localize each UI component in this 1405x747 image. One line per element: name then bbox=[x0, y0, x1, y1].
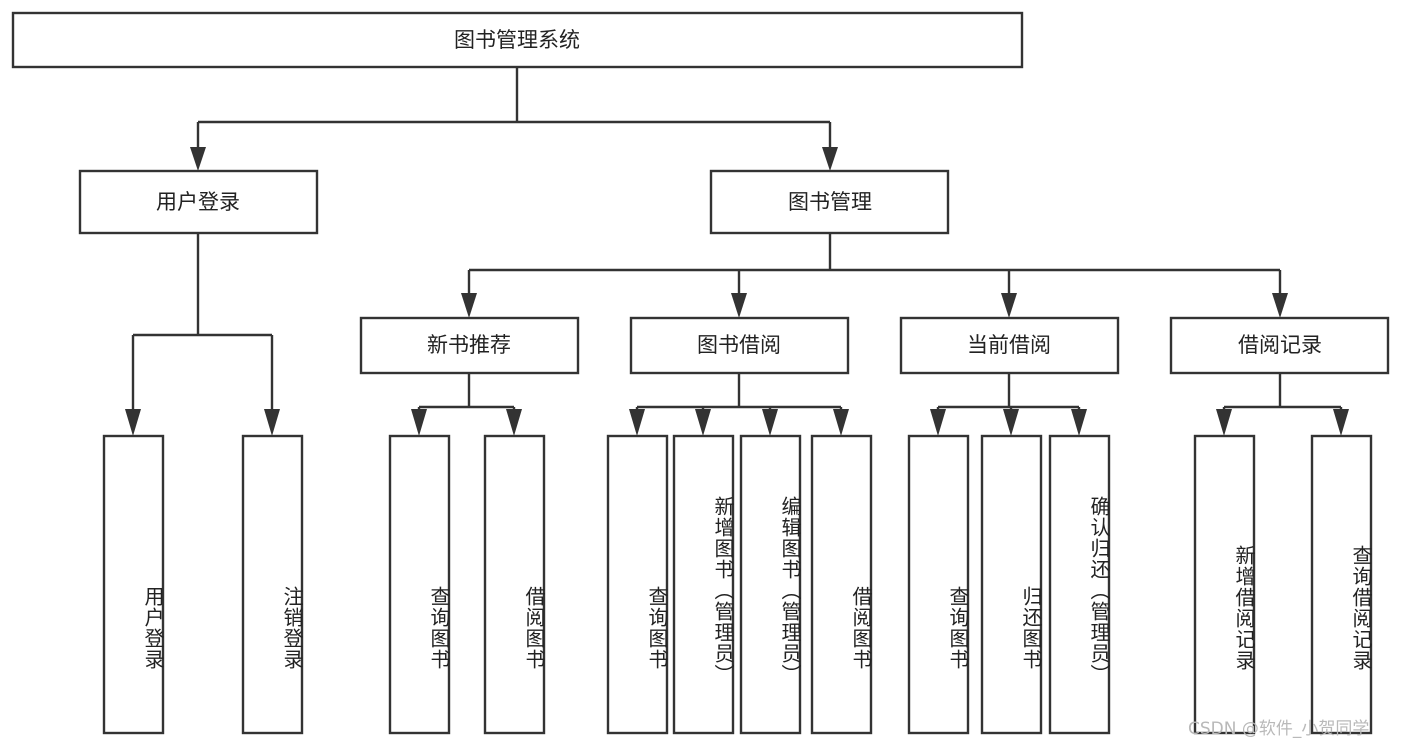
node-leaf-confirm-return-box[interactable] bbox=[1048, 434, 1111, 735]
node-new-book-rec[interactable]: 新书推荐 bbox=[359, 316, 580, 375]
arrow-head-leaf-confirm-return bbox=[1071, 409, 1087, 436]
node-current-borrow[interactable]: 当前借阅 bbox=[899, 316, 1120, 375]
arrow-head-new-book-rec bbox=[461, 293, 477, 318]
arrow-head-borrow-record bbox=[1272, 293, 1288, 318]
node-book-borrow[interactable]: 图书借阅 bbox=[629, 316, 850, 375]
node-new-book-rec-box[interactable] bbox=[359, 316, 580, 375]
node-leaf-borrow-book-2-box[interactable] bbox=[810, 434, 873, 735]
arrow-head-leaf-borrow-book-1 bbox=[506, 409, 522, 436]
node-book-borrow-label: 图书借阅 bbox=[697, 333, 781, 357]
arrow-head-leaf-query-book-3 bbox=[930, 409, 946, 436]
arrow-head-book-borrow bbox=[731, 293, 747, 318]
node-leaf-borrow-book-1-box[interactable] bbox=[483, 434, 546, 735]
node-leaf-query-book-2-box[interactable] bbox=[606, 434, 669, 735]
node-book-manage-box[interactable] bbox=[709, 169, 950, 235]
arrow-head-user-login bbox=[190, 147, 206, 171]
connector-group-book-borrow bbox=[629, 373, 849, 436]
arrow-head-book-manage bbox=[822, 147, 838, 171]
node-root-box[interactable] bbox=[11, 11, 1024, 69]
node-user-login[interactable]: 用户登录 bbox=[78, 169, 319, 235]
node-leaf-query-book-3-box[interactable] bbox=[907, 434, 970, 735]
arrow-head-leaf-query-record bbox=[1333, 409, 1349, 436]
node-leaf-add-record-box[interactable] bbox=[1193, 434, 1256, 735]
arrow-head-leaf-query-book-1 bbox=[411, 409, 427, 436]
node-book-manage-label: 图书管理 bbox=[788, 190, 872, 214]
node-leaf-add-book-box[interactable] bbox=[672, 434, 735, 735]
node-new-book-rec-label: 新书推荐 bbox=[427, 333, 511, 357]
connector-group-current-borrow bbox=[930, 373, 1087, 436]
node-leaf-edit-book-box[interactable] bbox=[739, 434, 802, 735]
node-borrow-record-box[interactable] bbox=[1169, 316, 1390, 375]
connector-group-book-manage bbox=[461, 233, 1288, 318]
arrow-head-leaf-borrow-book-2 bbox=[833, 409, 849, 436]
node-leaf-query-record-box[interactable] bbox=[1310, 434, 1373, 735]
node-leaf-query-book-1-box[interactable] bbox=[388, 434, 451, 735]
arrow-head-current-borrow bbox=[1001, 293, 1017, 318]
arrow-head-leaf-add-record bbox=[1216, 409, 1232, 436]
connector-group-user-login bbox=[125, 233, 280, 436]
node-borrow-record[interactable]: 借阅记录 bbox=[1169, 316, 1390, 375]
node-book-borrow-box[interactable] bbox=[629, 316, 850, 375]
arrow-head-leaf-logout bbox=[264, 409, 280, 436]
leaf-boxes-group bbox=[102, 434, 1373, 735]
node-root-label: 图书管理系统 bbox=[454, 28, 580, 52]
node-current-borrow-label: 当前借阅 bbox=[967, 333, 1051, 357]
connector-group-new-book-rec bbox=[411, 373, 522, 436]
connector-group-root bbox=[190, 67, 838, 171]
arrow-head-leaf-add-book bbox=[695, 409, 711, 436]
arrow-head-leaf-query-book-2 bbox=[629, 409, 645, 436]
node-borrow-record-label: 借阅记录 bbox=[1238, 333, 1322, 357]
node-user-login-box[interactable] bbox=[78, 169, 319, 235]
node-leaf-return-book-box[interactable] bbox=[980, 434, 1043, 735]
arrow-head-leaf-return-book bbox=[1003, 409, 1019, 436]
csdn-watermark: CSDN @软件_小贺同学 bbox=[1188, 719, 1370, 739]
arrow-head-leaf-edit-book bbox=[762, 409, 778, 436]
node-leaf-logout-box[interactable] bbox=[241, 434, 304, 735]
connector-group-borrow-record bbox=[1216, 373, 1349, 436]
node-current-borrow-box[interactable] bbox=[899, 316, 1120, 375]
node-root[interactable]: 图书管理系统 bbox=[11, 11, 1024, 69]
node-book-manage[interactable]: 图书管理 bbox=[709, 169, 950, 235]
node-user-login-label: 用户登录 bbox=[156, 190, 240, 214]
node-leaf-user-login-box[interactable] bbox=[102, 434, 165, 735]
arrow-head-leaf-user-login bbox=[125, 409, 141, 436]
